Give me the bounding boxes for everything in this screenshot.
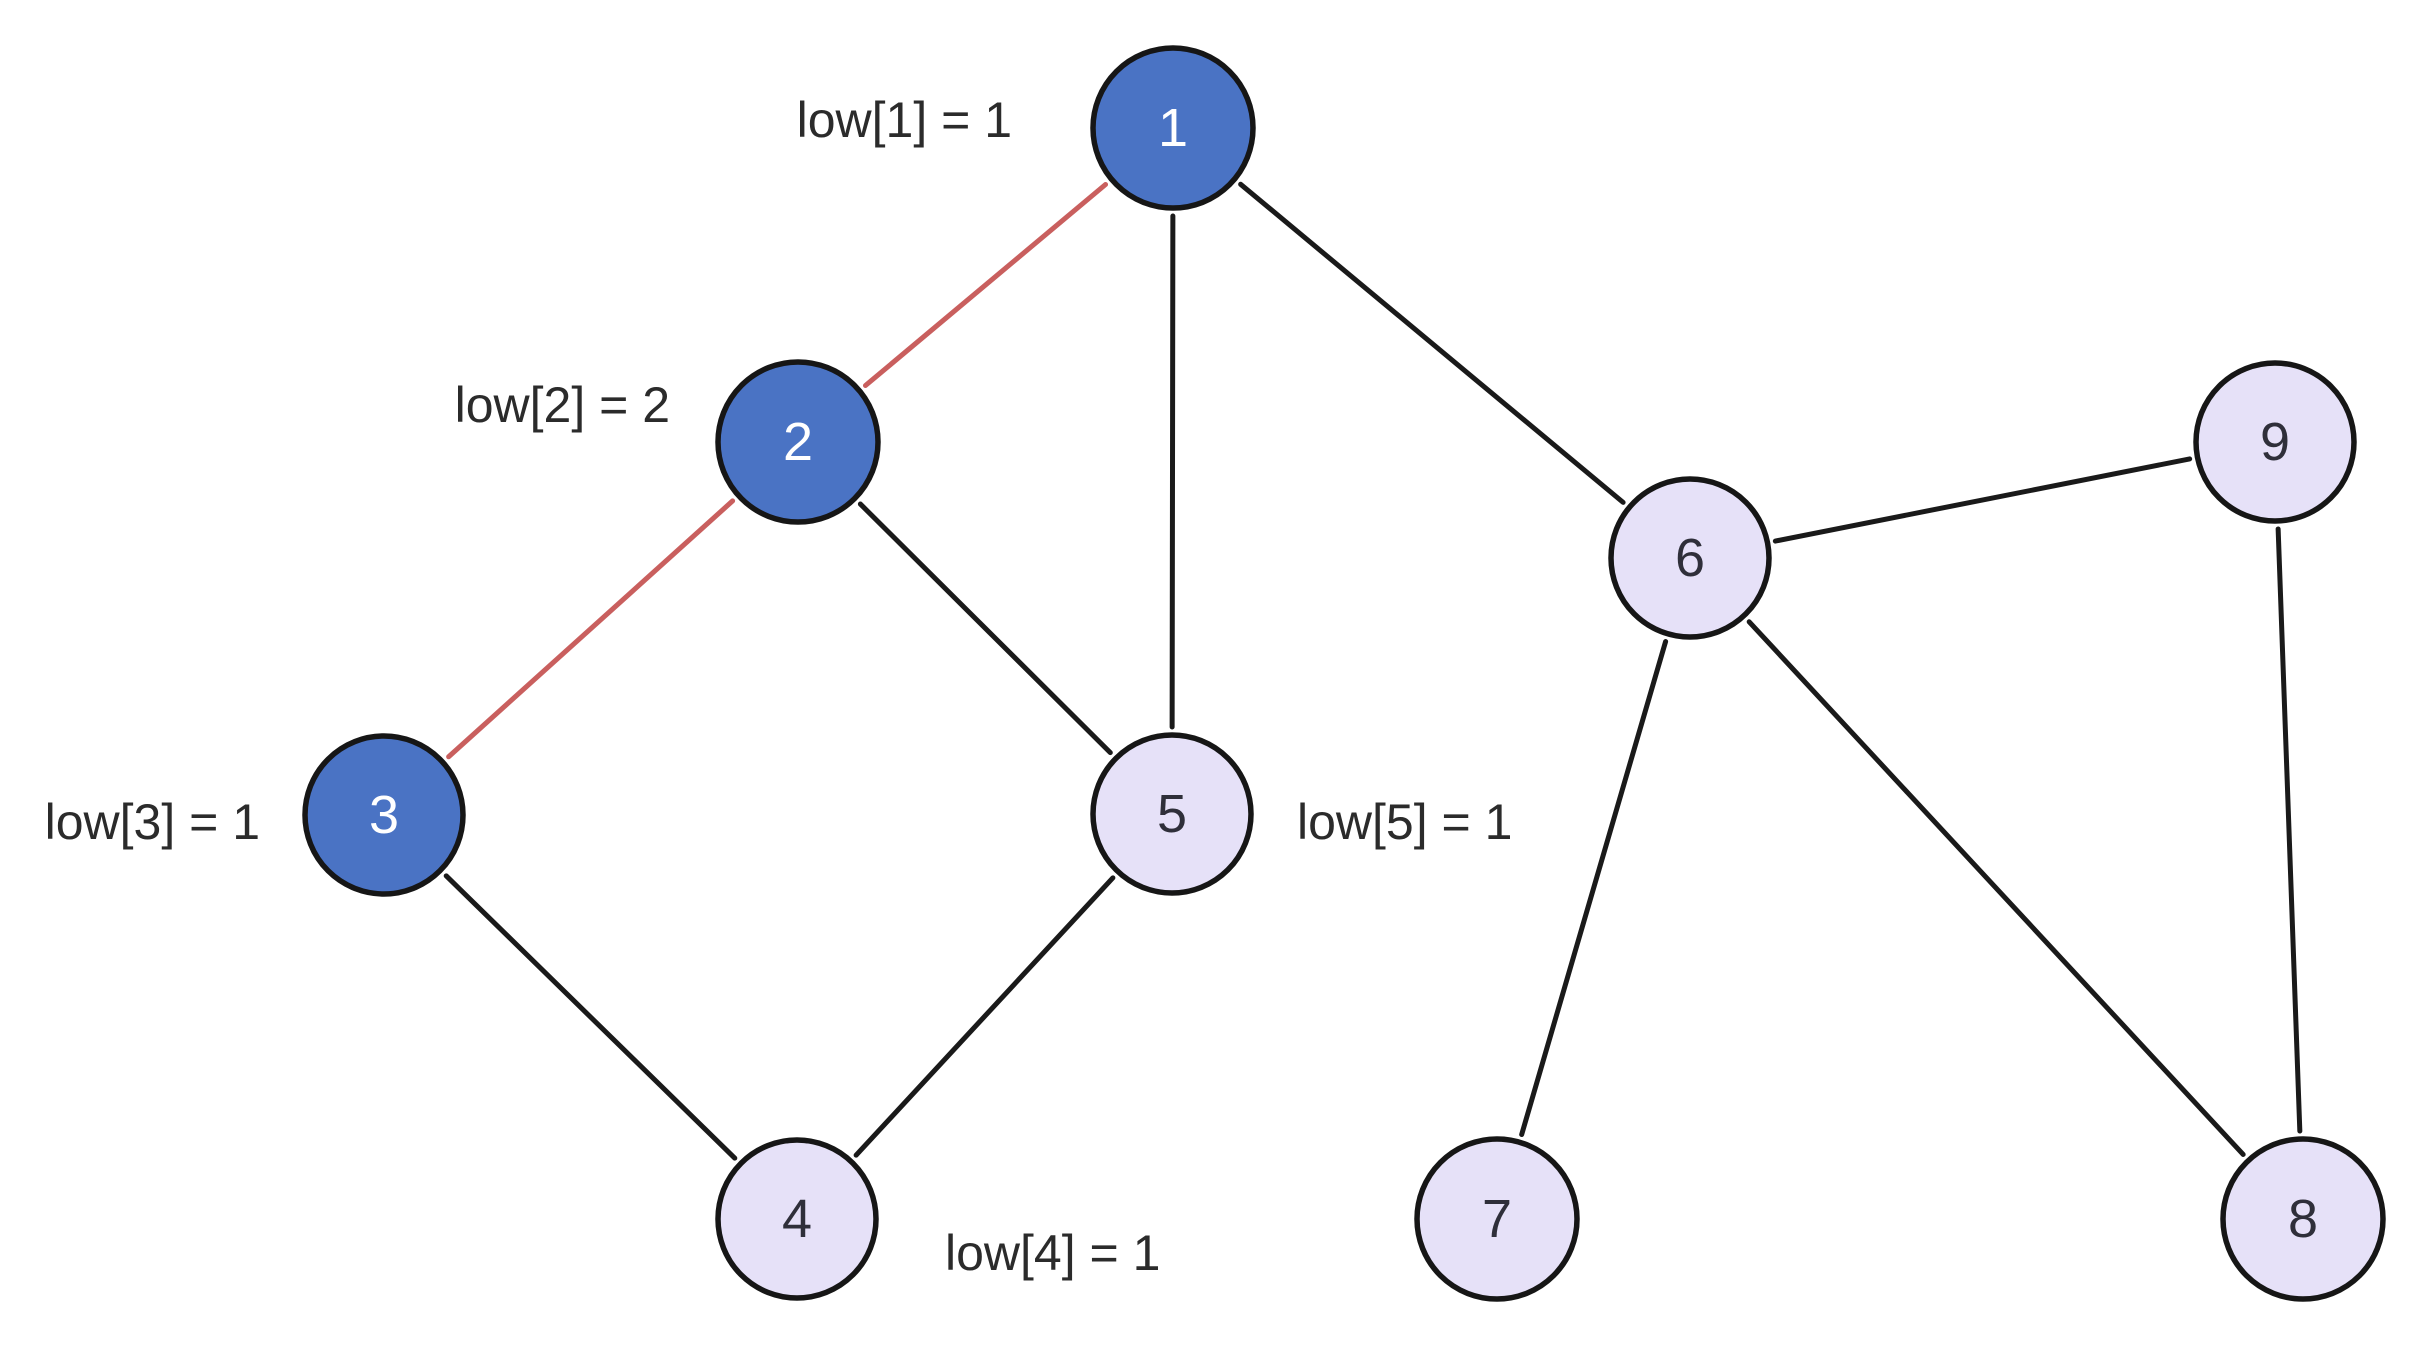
graph-edge-2-5 xyxy=(857,501,1113,756)
graph-node-4-label: 4 xyxy=(782,1189,812,1249)
graph-node-7-label: 7 xyxy=(1482,1189,1512,1249)
graph-node-9-circle xyxy=(2193,360,2357,524)
graph-node-4-circle xyxy=(715,1137,879,1301)
graph-node-3: 3 xyxy=(302,733,466,897)
graph-edge-9-8 xyxy=(2275,526,2303,1134)
graph-node-6-label: 6 xyxy=(1675,528,1705,588)
graph-edge-1-6 xyxy=(1238,181,1626,505)
low-annotation-node-4: low[4] = 1 xyxy=(945,1225,1160,1281)
graph-node-3-label: 3 xyxy=(369,785,399,845)
graph-node-5: 5 xyxy=(1090,732,1254,896)
graph-node-2-label: 2 xyxy=(783,412,813,472)
graph-node-5-label: 5 xyxy=(1157,784,1187,844)
low-annotation-node-5: low[5] = 1 xyxy=(1297,794,1512,850)
low-annotation-node-2: low[2] = 2 xyxy=(455,377,670,433)
graph-node-7: 7 xyxy=(1414,1136,1580,1302)
graph-edge-6-7 xyxy=(1519,639,1669,1138)
graph-node-4: 4 xyxy=(715,1137,879,1301)
graph-node-2: 2 xyxy=(715,359,881,525)
graph-node-2-circle xyxy=(715,359,881,525)
graph-node-6: 6 xyxy=(1608,476,1772,640)
graph-node-6-circle xyxy=(1608,476,1772,640)
graph-node-7-circle xyxy=(1414,1136,1580,1302)
graph-node-3-circle xyxy=(302,733,466,897)
graph-node-1-circle xyxy=(1090,45,1256,211)
graph-edge-3-4 xyxy=(443,873,738,1161)
graph-edge-4-5 xyxy=(853,875,1116,1158)
graph-edge-2-3 xyxy=(446,498,736,760)
graph-node-1: 1 xyxy=(1090,45,1256,211)
graph-edge-1-5 xyxy=(1169,213,1176,730)
graph-node-8-circle xyxy=(2220,1136,2386,1302)
graph-node-5-circle xyxy=(1090,732,1254,896)
graph-node-9-label: 9 xyxy=(2260,412,2290,472)
graph-edge-1-2 xyxy=(862,181,1109,389)
graph-edge-6-9 xyxy=(1772,456,2193,544)
graph-node-9: 9 xyxy=(2193,360,2357,524)
graph-edge-6-8 xyxy=(1746,619,2246,1157)
graph-node-8-label: 8 xyxy=(2288,1189,2318,1249)
graph-node-8: 8 xyxy=(2220,1136,2386,1302)
low-annotation-node-1: low[1] = 1 xyxy=(797,92,1012,148)
low-annotation-node-3: low[3] = 1 xyxy=(45,794,260,850)
graph-node-1-label: 1 xyxy=(1158,98,1188,158)
